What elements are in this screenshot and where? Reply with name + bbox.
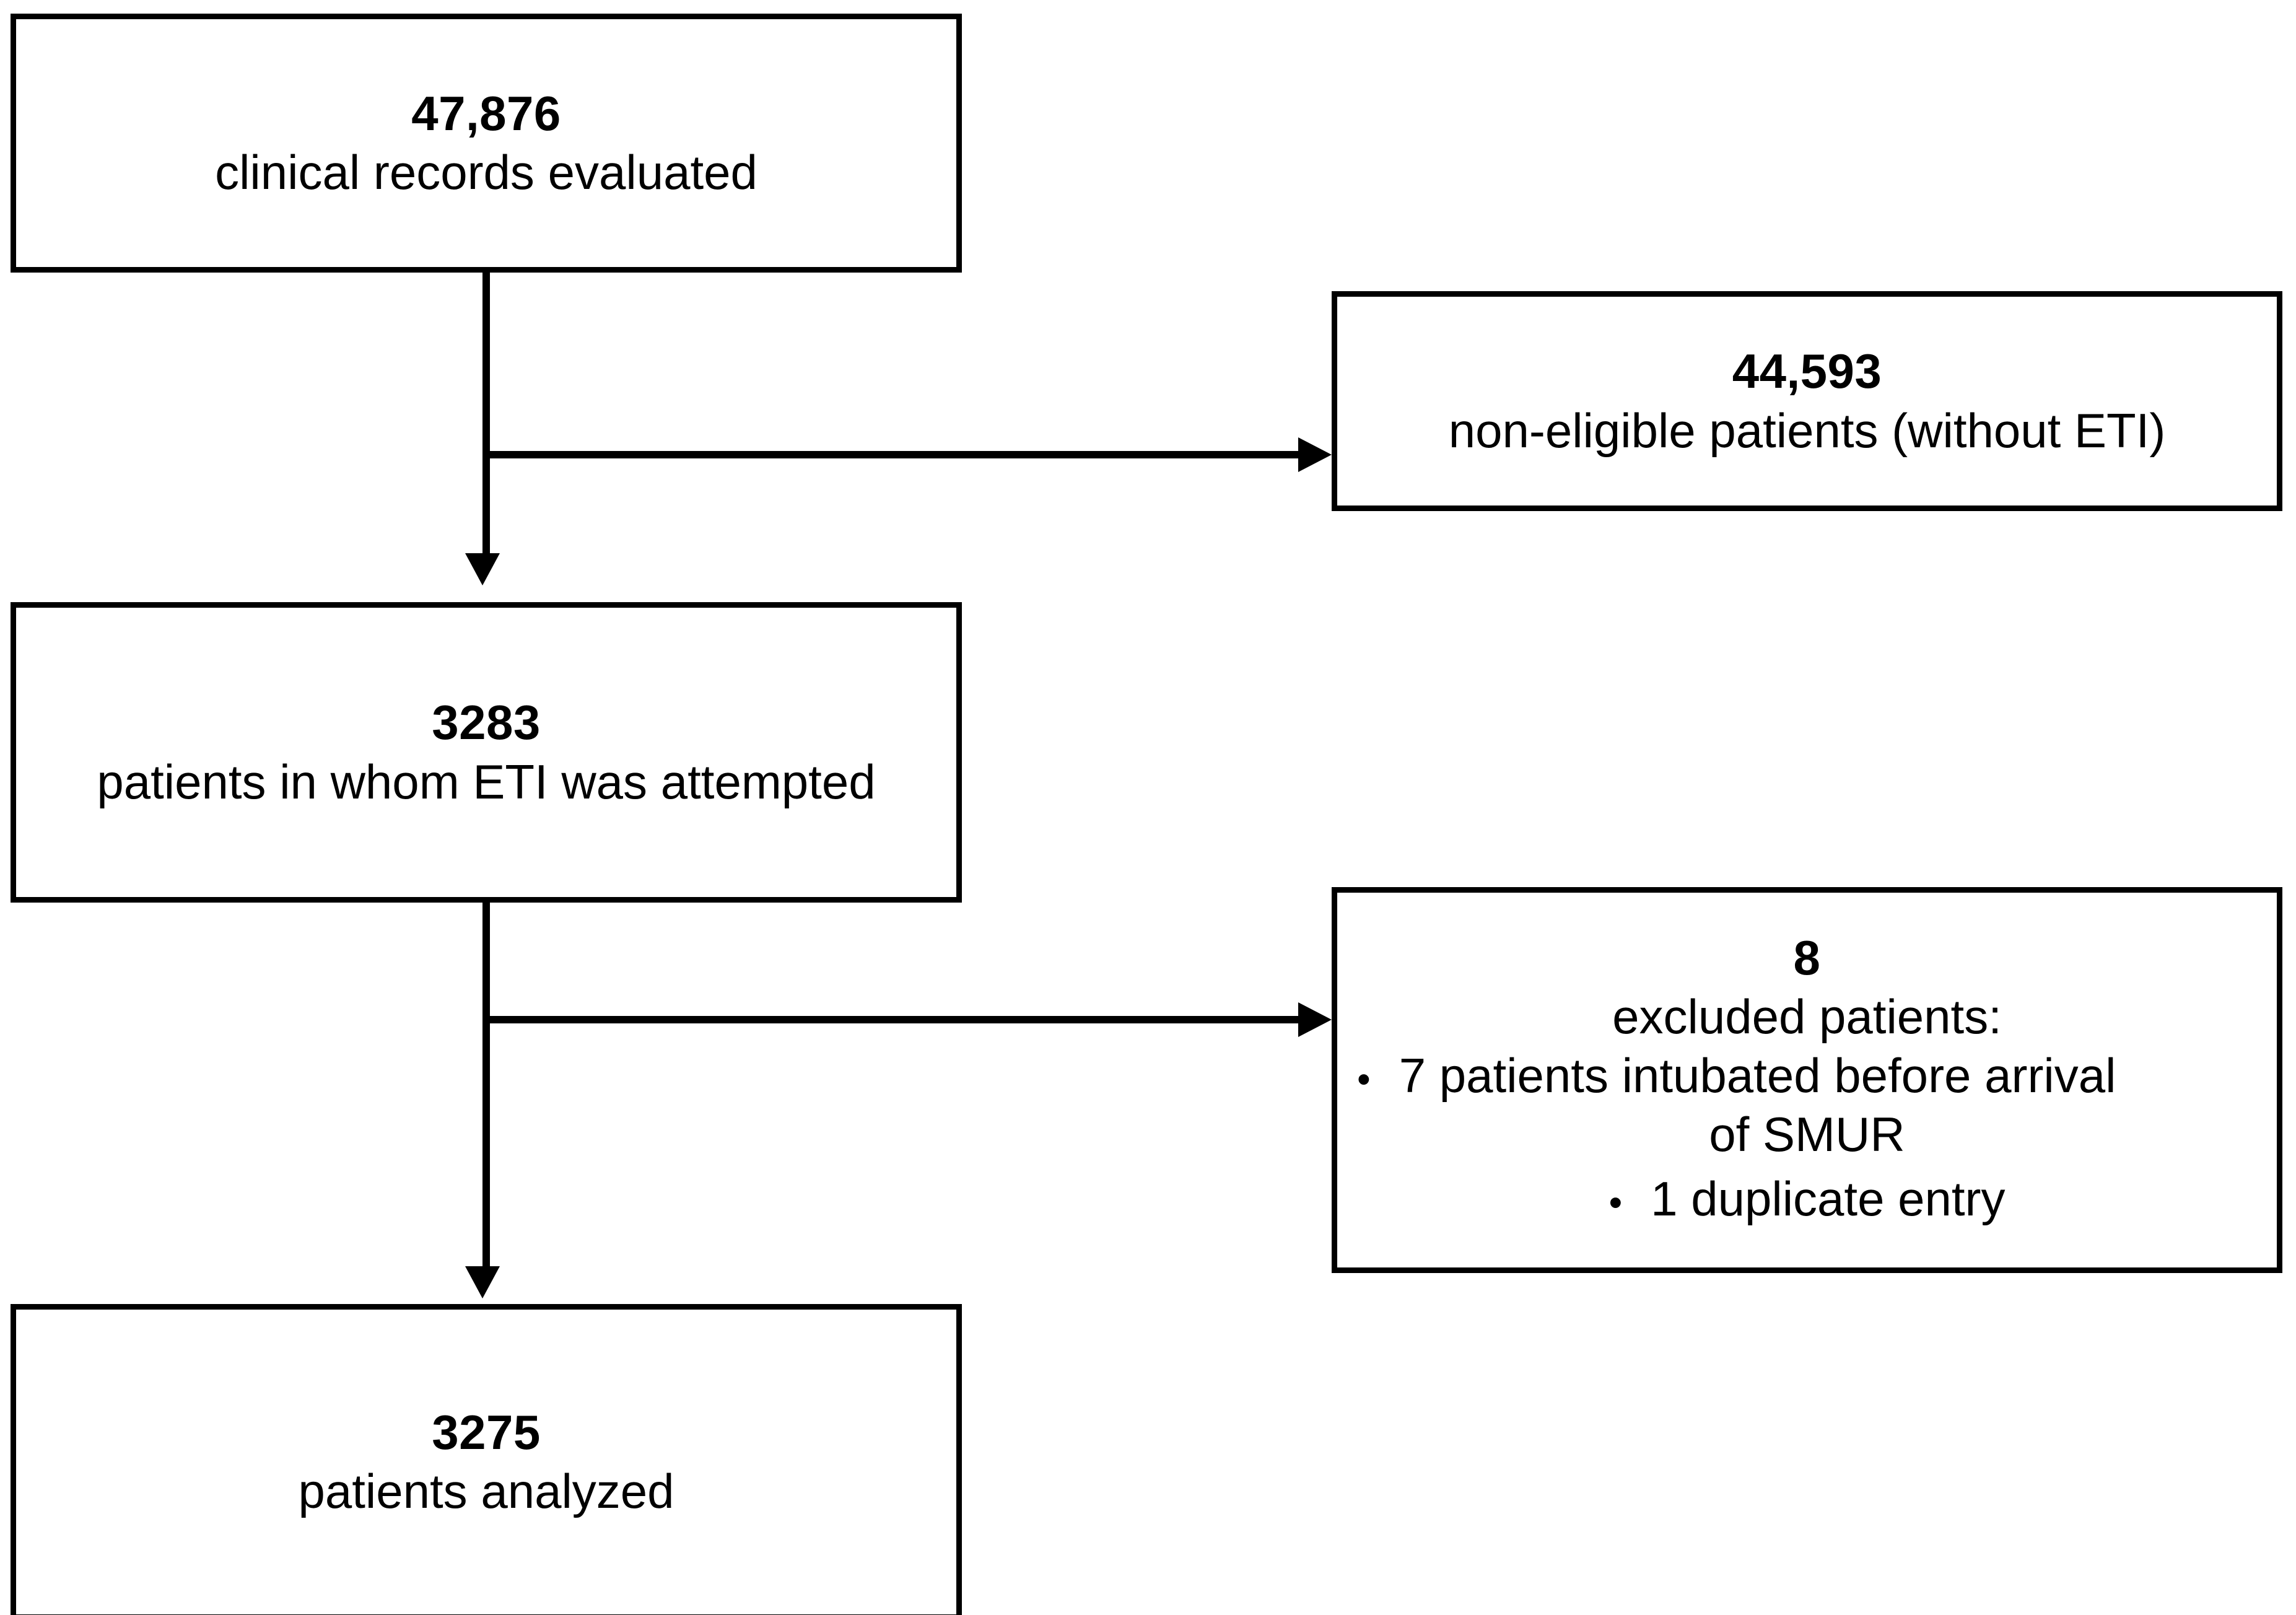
list-item-label: 7 patients intubated before arrival: [1399, 1048, 2116, 1103]
list-item: • 1 duplicate entry: [1609, 1170, 2005, 1228]
arrow-down-icon: [465, 1266, 500, 1298]
flow-node-non-eligible-patients: 44,593 non-eligible patients (without ET…: [1332, 291, 2282, 511]
connector-evaluated-to-attempted: [482, 273, 490, 556]
list-item-label: 1 duplicate entry: [1651, 1171, 2006, 1226]
node-description: patients in whom ETI was attempted: [97, 754, 876, 809]
node-count: 3275: [432, 1404, 541, 1460]
node-description: clinical records evaluated: [215, 145, 757, 199]
excluded-content: 8 excluded patients: • 7 patients intuba…: [1353, 929, 2261, 1228]
connector-attempted-to-excluded: [482, 1016, 1300, 1023]
flow-node-patients-analyzed: 3275 patients analyzed: [11, 1304, 962, 1615]
node-description: non-eligible patients (without ETI): [1448, 403, 2166, 458]
bullet-icon: •: [1609, 1181, 1623, 1224]
arrow-down-icon: [465, 553, 500, 585]
node-count: 47,876: [411, 85, 561, 141]
bullet-icon: •: [1357, 1058, 1371, 1101]
node-description: excluded patients:: [1612, 989, 2002, 1044]
node-description: patients analyzed: [298, 1464, 674, 1518]
connector-evaluated-to-non-eligible: [482, 451, 1300, 458]
flow-node-excluded-patients: 8 excluded patients: • 7 patients intuba…: [1332, 887, 2282, 1273]
list-item: • 7 patients intubated before arrival: [1357, 1046, 2116, 1105]
flow-node-records-evaluated: 47,876 clinical records evaluated: [11, 14, 962, 273]
connector-attempted-to-analyzed: [482, 903, 490, 1269]
node-count: 44,593: [1732, 344, 1882, 399]
node-count: 8: [1793, 930, 1821, 985]
flow-node-eti-attempted: 3283 patients in whom ETI was attempted: [11, 602, 962, 903]
arrow-right-icon: [1298, 437, 1332, 472]
node-count: 3283: [432, 695, 541, 750]
arrow-right-icon: [1298, 1002, 1332, 1037]
list-item-continuation: of SMUR: [1709, 1107, 1905, 1162]
